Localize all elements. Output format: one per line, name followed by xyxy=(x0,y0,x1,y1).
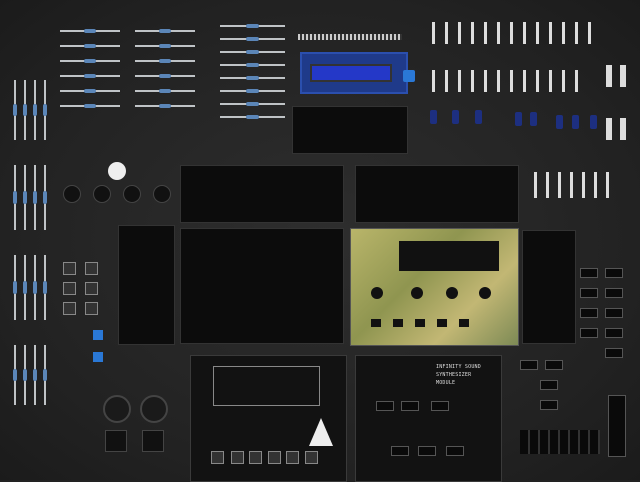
lcd-screen xyxy=(310,64,392,82)
tactile-button xyxy=(63,262,76,275)
led xyxy=(570,172,573,198)
pcb-front-panel xyxy=(190,355,347,482)
acrylic-panel-top-left xyxy=(180,165,344,223)
led xyxy=(582,172,585,198)
white-knob xyxy=(108,162,126,180)
blue-trimpot xyxy=(403,70,415,82)
tactile-button xyxy=(85,262,98,275)
knob xyxy=(93,185,111,203)
metal-faceplate xyxy=(350,228,519,346)
knob xyxy=(153,185,171,203)
tactile-button xyxy=(63,282,76,295)
pcb-subtitle-2: MODULE xyxy=(436,380,456,386)
led xyxy=(534,172,537,198)
knob xyxy=(123,185,141,203)
audio-jack xyxy=(105,430,127,452)
pcb-main: INFINITY SOUND SYNTHESIZER MODULE xyxy=(355,355,502,482)
tactile-button xyxy=(85,302,98,315)
pcb-subtitle: SYNTHESIZER xyxy=(436,372,472,378)
standoff xyxy=(606,65,612,87)
led xyxy=(546,172,549,198)
rocket-logo xyxy=(309,418,333,446)
pcb-title: INFINITY SOUND xyxy=(436,364,481,370)
audio-jack xyxy=(142,430,164,452)
standoff xyxy=(620,65,626,87)
tactile-button xyxy=(63,302,76,315)
standoff xyxy=(620,118,626,140)
pin-header xyxy=(298,34,402,40)
acrylic-panel-main xyxy=(180,228,344,344)
led xyxy=(558,172,561,198)
lcd-module xyxy=(300,52,408,94)
acrylic-side-left xyxy=(118,225,175,345)
acrylic-panel-small xyxy=(292,106,408,154)
led xyxy=(606,172,609,198)
din-jack xyxy=(103,395,131,423)
knob xyxy=(63,185,81,203)
led xyxy=(594,172,597,198)
blue-trimpot xyxy=(93,330,103,340)
blue-trimpot xyxy=(93,352,103,362)
standoff xyxy=(606,118,612,140)
din-jack xyxy=(140,395,168,423)
acrylic-panel-top-right xyxy=(355,165,519,223)
acrylic-side-right xyxy=(522,230,576,344)
tactile-button xyxy=(85,282,98,295)
